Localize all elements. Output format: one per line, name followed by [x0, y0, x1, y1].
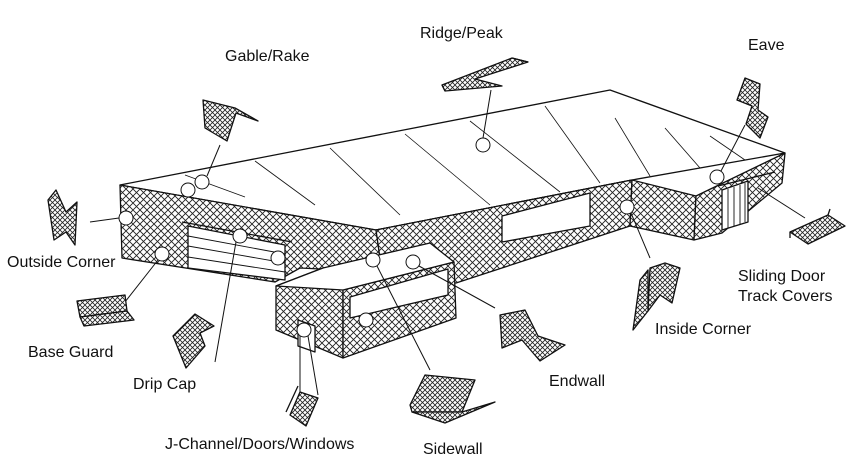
right-wall — [693, 152, 786, 241]
label-base-guard: Base Guard — [28, 344, 114, 361]
label-endwall: Endwall — [549, 373, 606, 390]
label-sliding-door-line2: Track Covers — [738, 288, 833, 305]
label-sidewall: Sidewall — [423, 441, 483, 458]
base-guard-trim — [76, 294, 135, 327]
label-sliding-door-line1: Sliding Door — [738, 268, 826, 285]
j-channel-trim — [285, 385, 319, 427]
label-ridge-peak: Ridge/Peak — [420, 25, 503, 42]
inside-corner-trim — [632, 262, 681, 331]
outside-corner-trim — [47, 189, 78, 246]
label-outside-corner: Outside Corner — [7, 254, 116, 271]
ridge-peak-trim — [441, 57, 529, 92]
eave-trim — [736, 77, 769, 139]
label-drip-cap: Drip Cap — [133, 376, 197, 393]
label-inside-corner: Inside Corner — [655, 321, 752, 338]
overhead-door — [181, 221, 293, 281]
label-gable-rake: Gable/Rake — [225, 48, 310, 65]
drip-cap-trim — [172, 313, 215, 369]
gable-rake-trim — [202, 99, 259, 142]
endwall-trim — [499, 309, 566, 362]
label-eave: Eave — [748, 37, 785, 54]
label-j-channel: J-Channel/Doors/Windows — [165, 436, 355, 453]
inset-wall — [629, 179, 697, 241]
sliding-door-track-cover-trim — [789, 208, 846, 245]
sidewall-trim — [409, 374, 496, 424]
